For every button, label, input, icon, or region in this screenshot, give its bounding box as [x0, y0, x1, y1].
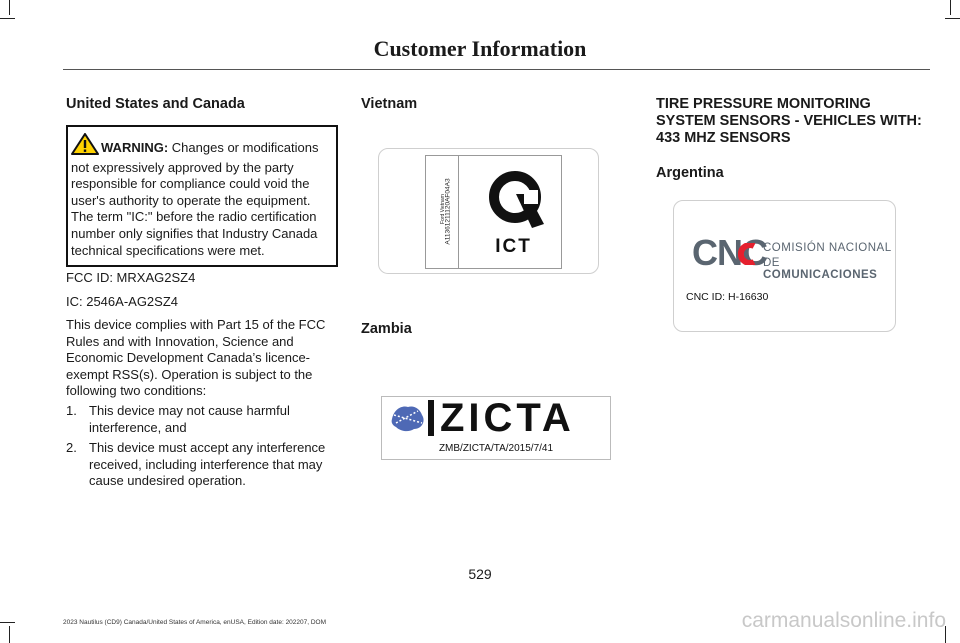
- crop-mark: [950, 0, 951, 15]
- ict-label-frame: Ford Vietnam A11361211120AF04A3 ICT: [425, 155, 562, 269]
- cnc-name-bold: COMUNICACIONES: [763, 269, 878, 281]
- warning-box: WARNING: Changes or modifications not ex…: [66, 125, 338, 268]
- right-column: TIRE PRESSURE MONITORING SYSTEM SENSORS …: [656, 96, 936, 182]
- warning-text: Changes or modifications not expressivel…: [71, 140, 319, 258]
- middle-column: Vietnam: [361, 96, 417, 113]
- section-heading-tpms: TIRE PRESSURE MONITORING SYSTEM SENSORS …: [656, 96, 922, 146]
- list-number: 1.: [66, 403, 77, 418]
- conditions-list: 1. This device may not cause harmful int…: [66, 403, 338, 494]
- cnc-name-line1: COMISIÓN NACIONAL: [763, 242, 892, 254]
- section-heading-us-canada: United States and Canada: [66, 96, 245, 112]
- page-title: Customer Information: [373, 36, 587, 61]
- cnc-logo-text: CNC: [692, 232, 768, 273]
- list-item: 1. This device may not cause harmful int…: [66, 403, 338, 436]
- list-item: 2. This device must accept any interfere…: [66, 440, 338, 490]
- section-heading-vietnam: Vietnam: [361, 96, 418, 112]
- header-divider: [63, 69, 930, 70]
- argentina-label-image: CNC COMISIÓN NACIONAL DE COMUNICACIONES …: [673, 200, 896, 332]
- crop-mark: [945, 626, 946, 643]
- crop-mark: [9, 626, 10, 643]
- warning-label: WARNING:: [101, 140, 169, 155]
- list-text: This device may not cause harmful interf…: [89, 403, 290, 435]
- zicta-bar: [428, 400, 434, 436]
- section-heading-zambia: Zambia: [361, 321, 412, 337]
- compliance-paragraph: This device complies with Part 15 of the…: [66, 317, 326, 398]
- fcc-id: FCC ID: MRXAG2SZ4: [66, 270, 196, 285]
- vietnam-code: A11361211120AF04A3: [444, 178, 452, 245]
- zicta-number: ZMB/ZICTA/TA/2015/7/41: [438, 443, 554, 454]
- ict-text: ICT: [495, 236, 532, 257]
- zambia-section: Zambia: [361, 321, 412, 338]
- list-text: This device must accept any interference…: [89, 440, 326, 488]
- cnc-logo: CNC: [692, 232, 768, 273]
- zicta-logo-text: ZICTA: [440, 396, 575, 440]
- zambia-map-icon: [391, 406, 424, 432]
- cnc-name-prefix: DE: [763, 257, 780, 269]
- vietnam-label-image: Ford Vietnam A11361211120AF04A3 ICT: [378, 148, 599, 274]
- crop-mark: [945, 18, 960, 19]
- cnc-red-mark-icon: [738, 243, 756, 265]
- warning-icon: [71, 133, 99, 160]
- crop-mark: [0, 622, 15, 623]
- section-heading-argentina: Argentina: [656, 165, 724, 181]
- edition-footer: 2023 Nautilus (CD9) Canada/United States…: [63, 619, 327, 626]
- watermark: carmanualsonline.info: [741, 609, 946, 632]
- left-column: United States and Canada: [66, 96, 338, 113]
- list-number: 2.: [66, 440, 77, 455]
- zicta-label-image: ZICTA ZMB/ZICTA/TA/2015/7/41: [381, 396, 611, 460]
- ic-number: IC: 2546A-AG2SZ4: [66, 294, 178, 309]
- crop-mark: [9, 0, 10, 15]
- crop-mark: [0, 18, 15, 19]
- page-number: 529: [468, 566, 492, 582]
- cnc-id: CNC ID: H-16630: [686, 291, 769, 303]
- cnc-name-line2: DE COMUNICACIONES: [763, 257, 895, 281]
- ict-logo-icon: [489, 171, 544, 228]
